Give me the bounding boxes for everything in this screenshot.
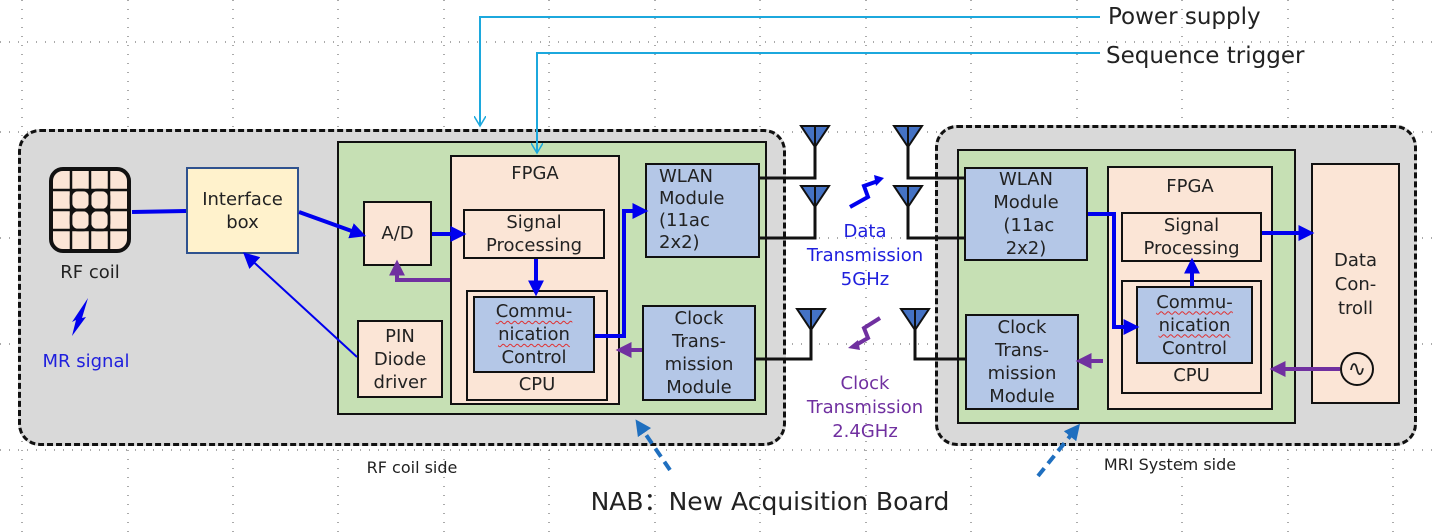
interface-box[interactable]: Interface box	[186, 167, 299, 254]
mri-communication-control[interactable]: Commu- nication Control	[1136, 286, 1253, 364]
mri-data-control-label: Data Con- troll	[1334, 250, 1377, 319]
mri-wlan-module[interactable]: WLAN Module (11ac 2x2)	[964, 167, 1088, 261]
mri-comm-line1: Commu-	[1156, 291, 1233, 313]
rf-coil-label: RF coil	[60, 262, 120, 283]
mri-cpu-label: CPU	[1173, 365, 1210, 386]
rf-wlan-module[interactable]: WLAN Module (11ac 2x2)	[645, 163, 760, 258]
mr-signal-label: MR signal	[42, 351, 130, 372]
rf-signal-processing[interactable]: Signal Processing	[463, 209, 605, 259]
rf-comm-line1: Commu-	[495, 301, 573, 322]
rf-fpga-label: FPGA	[511, 163, 559, 184]
rf-cpu-label: CPU	[518, 374, 556, 395]
mri-signal-processing[interactable]: Signal Processing	[1121, 212, 1262, 262]
rf-communication-control[interactable]: Commu- nication Control	[473, 296, 595, 373]
rf-comm-line3: Control	[501, 347, 567, 368]
mr-signal-bolt-icon	[72, 298, 88, 336]
rf-clock-transmission-module[interactable]: Clock Trans- mission Module	[642, 305, 756, 401]
oscillator-icon: ∿	[1340, 352, 1374, 386]
mri-system-side-label: MRI System side	[1103, 455, 1237, 474]
rf-pin-diode-driver[interactable]: PIN Diode driver	[357, 320, 443, 398]
mri-fpga-label: FPGA	[1166, 176, 1214, 197]
rf-coil-side-label: RF coil side	[366, 458, 458, 477]
mri-clock-transmission-module[interactable]: Clock Trans- mission Module	[965, 314, 1079, 410]
rf-ad-converter[interactable]: A/D	[363, 201, 432, 266]
mri-comm-line3: Control	[1161, 337, 1228, 359]
rf-wlan-label: WLAN Module (11ac 2x2)	[659, 166, 725, 253]
nab-caption: NAB：New Acquisition Board	[590, 487, 950, 516]
data-transmission-label: Data Transmission 5GHz	[806, 221, 924, 290]
mri-comm-line2: nication	[1158, 314, 1231, 336]
clock-transmission-label: Clock Transmission 2.4GHz	[806, 373, 924, 442]
rf-coil-icon	[49, 167, 131, 253]
sequence-trigger-label: Sequence trigger	[1106, 43, 1305, 69]
rf-comm-line2: nication	[498, 324, 570, 345]
power-supply-label: Power supply	[1108, 4, 1261, 30]
